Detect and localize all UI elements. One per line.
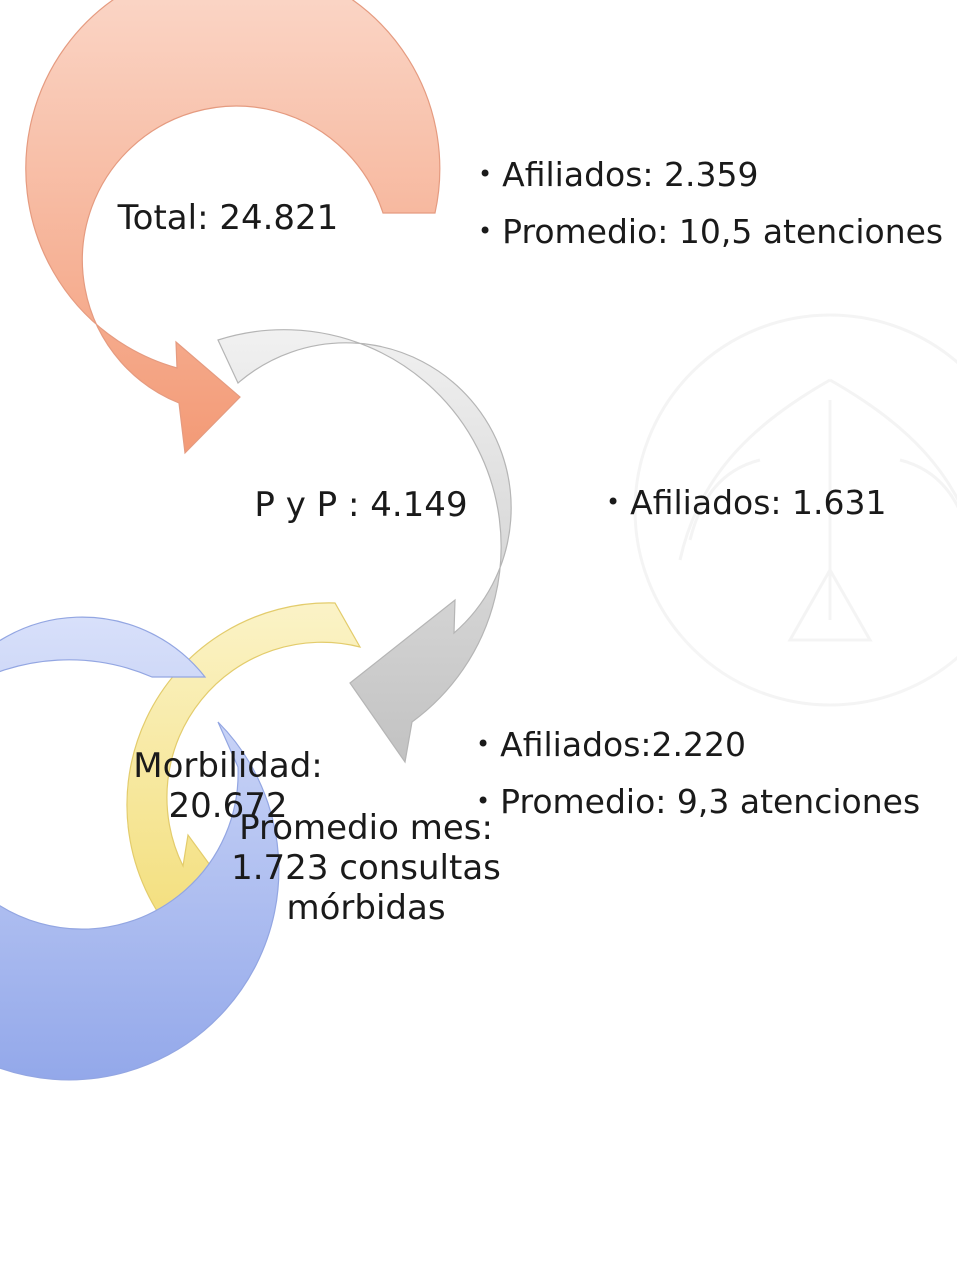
stage-2-arrow bbox=[217, 329, 512, 764]
stage-4-label-line-2: 1.723 consultas bbox=[231, 848, 501, 888]
stage-2-label: P y P : 4.149 bbox=[246, 485, 476, 525]
stage-1-detail-item: Promedio: 10,5 atenciones bbox=[478, 205, 943, 262]
stage-2-label-line-1: P y P : 4.149 bbox=[254, 485, 468, 525]
stage-4-label-line-1: Promedio mes: bbox=[239, 808, 493, 848]
stage-3-label-line-1: Morbilidad: bbox=[133, 746, 323, 786]
stage-1-detail-item: Afiliados: 2.359 bbox=[478, 148, 943, 205]
stage-1-label: Total: 24.821 bbox=[108, 198, 348, 238]
stage-3-label: Morbilidad: 20.672 bbox=[118, 746, 338, 826]
stage-3-details: Afiliados:2.220 Promedio: 9,3 atenciones bbox=[476, 718, 920, 832]
stage-1-label-line-1: Total: 24.821 bbox=[117, 198, 339, 238]
stage-2-detail-item: Afiliados: 1.631 bbox=[606, 476, 886, 533]
stage-3-detail-item: Afiliados:2.220 bbox=[476, 718, 920, 775]
stage-2-details: Afiliados: 1.631 bbox=[606, 476, 886, 533]
stage-1-details: Afiliados: 2.359 Promedio: 10,5 atencion… bbox=[478, 148, 943, 262]
stage-1-arrow bbox=[25, 0, 441, 455]
stage-3-label-line-2: 20.672 bbox=[168, 786, 288, 826]
stage-4-label-line-3: mórbidas bbox=[286, 888, 446, 928]
stage-3-detail-item: Promedio: 9,3 atenciones bbox=[476, 775, 920, 832]
stage-4-ring bbox=[0, 616, 280, 1081]
stage-4-label: Promedio mes: 1.723 consultas mórbidas bbox=[216, 808, 516, 928]
